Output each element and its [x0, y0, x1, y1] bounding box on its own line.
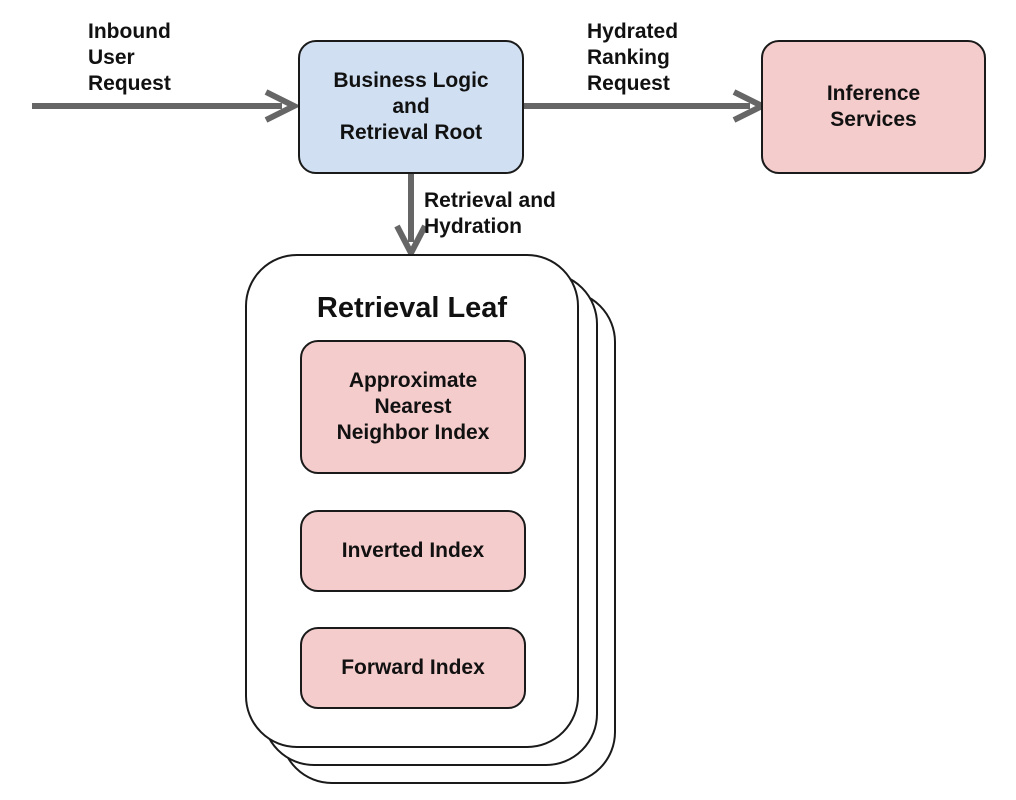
inverted-index-node: Inverted Index [300, 510, 526, 592]
approximate-nearest-neighbor-index-node: Approximate Nearest Neighbor Index [300, 340, 526, 474]
forward-index-label: Forward Index [341, 656, 485, 679]
inference-services-node: Inference Services [761, 40, 986, 174]
retrieval-leaf-container: Retrieval Leaf Approximate Nearest Neigh… [245, 254, 579, 748]
business-logic-retrieval-root-node: Business Logic and Retrieval Root [298, 40, 524, 174]
inverted-index-label: Inverted Index [341, 539, 485, 562]
inference-services-label: Inference Services [826, 82, 921, 131]
forward-index-node: Forward Index [300, 627, 526, 709]
approximate-nearest-neighbor-index-label: Approximate Nearest Neighbor Index [336, 369, 490, 444]
inbound-user-request-label: Inbound User Request [88, 20, 171, 95]
inbound-arrow [32, 89, 301, 123]
retrieval-and-hydration-label: Retrieval and Hydration [424, 189, 556, 238]
hydrated-ranking-request-label: Hydrated Ranking Request [587, 20, 679, 95]
retrieval-hydration-arrow [394, 173, 428, 260]
business-logic-retrieval-root-label: Business Logic and Retrieval Root [333, 69, 489, 144]
retrieval-leaf-title: Retrieval Leaf [316, 292, 508, 324]
